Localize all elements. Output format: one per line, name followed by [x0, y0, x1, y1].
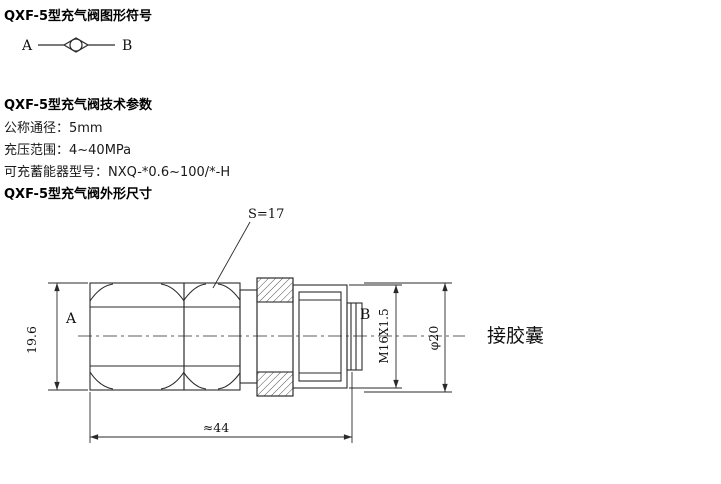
diameter-dim-label: φ20: [426, 326, 441, 351]
length-dim-label: ≈44: [203, 420, 229, 435]
height-dim-label: 19.6: [24, 326, 39, 354]
collar: [239, 289, 258, 384]
wrench-size-label: S=17: [248, 207, 284, 222]
valve-outline-drawing: 19.6 M16X1.5 φ20 ≈44 S=17 A B 接胶囊: [24, 207, 544, 443]
flange-seal: [256, 277, 294, 397]
thread-dim-label: M16X1.5: [377, 308, 391, 363]
port-b-label: B: [360, 307, 370, 323]
param-accumulator-model: 可充蓄能器型号：NXQ-*0.6~100/*-H: [4, 165, 231, 180]
symbol-section-title: QXF-5型充气阀图形符号: [4, 9, 152, 24]
symbol-diamond: [62, 37, 90, 53]
dims-section-title: QXF-5型充气阀外形尺寸: [4, 187, 152, 202]
threaded-body: [292, 284, 348, 389]
symbol-graphics: [38, 37, 115, 53]
wrench-leader-line: [212, 221, 251, 289]
dimension-length: [89, 372, 353, 443]
symbol-circle: [69, 38, 83, 52]
symbol-port-b-label: B: [122, 38, 132, 54]
param-pressure-range: 充压范围：4~40MPa: [4, 143, 132, 158]
valve-symbol-diagram: A B: [21, 37, 132, 54]
hex-section-a: [89, 282, 185, 391]
bladder-connection-note: 接胶囊: [487, 325, 544, 347]
hex-section-wrench: [183, 282, 241, 391]
params-section-title: QXF-5型充气阀技术参数: [4, 98, 152, 113]
param-nominal-diameter: 公称通径：5mm: [4, 121, 103, 136]
port-a-label: A: [65, 311, 77, 327]
symbol-port-a-label: A: [21, 38, 33, 54]
dimension-diameter: [364, 282, 452, 393]
dimension-thread: [349, 284, 402, 389]
dimension-height: [48, 282, 88, 391]
end-stub: [346, 302, 363, 371]
